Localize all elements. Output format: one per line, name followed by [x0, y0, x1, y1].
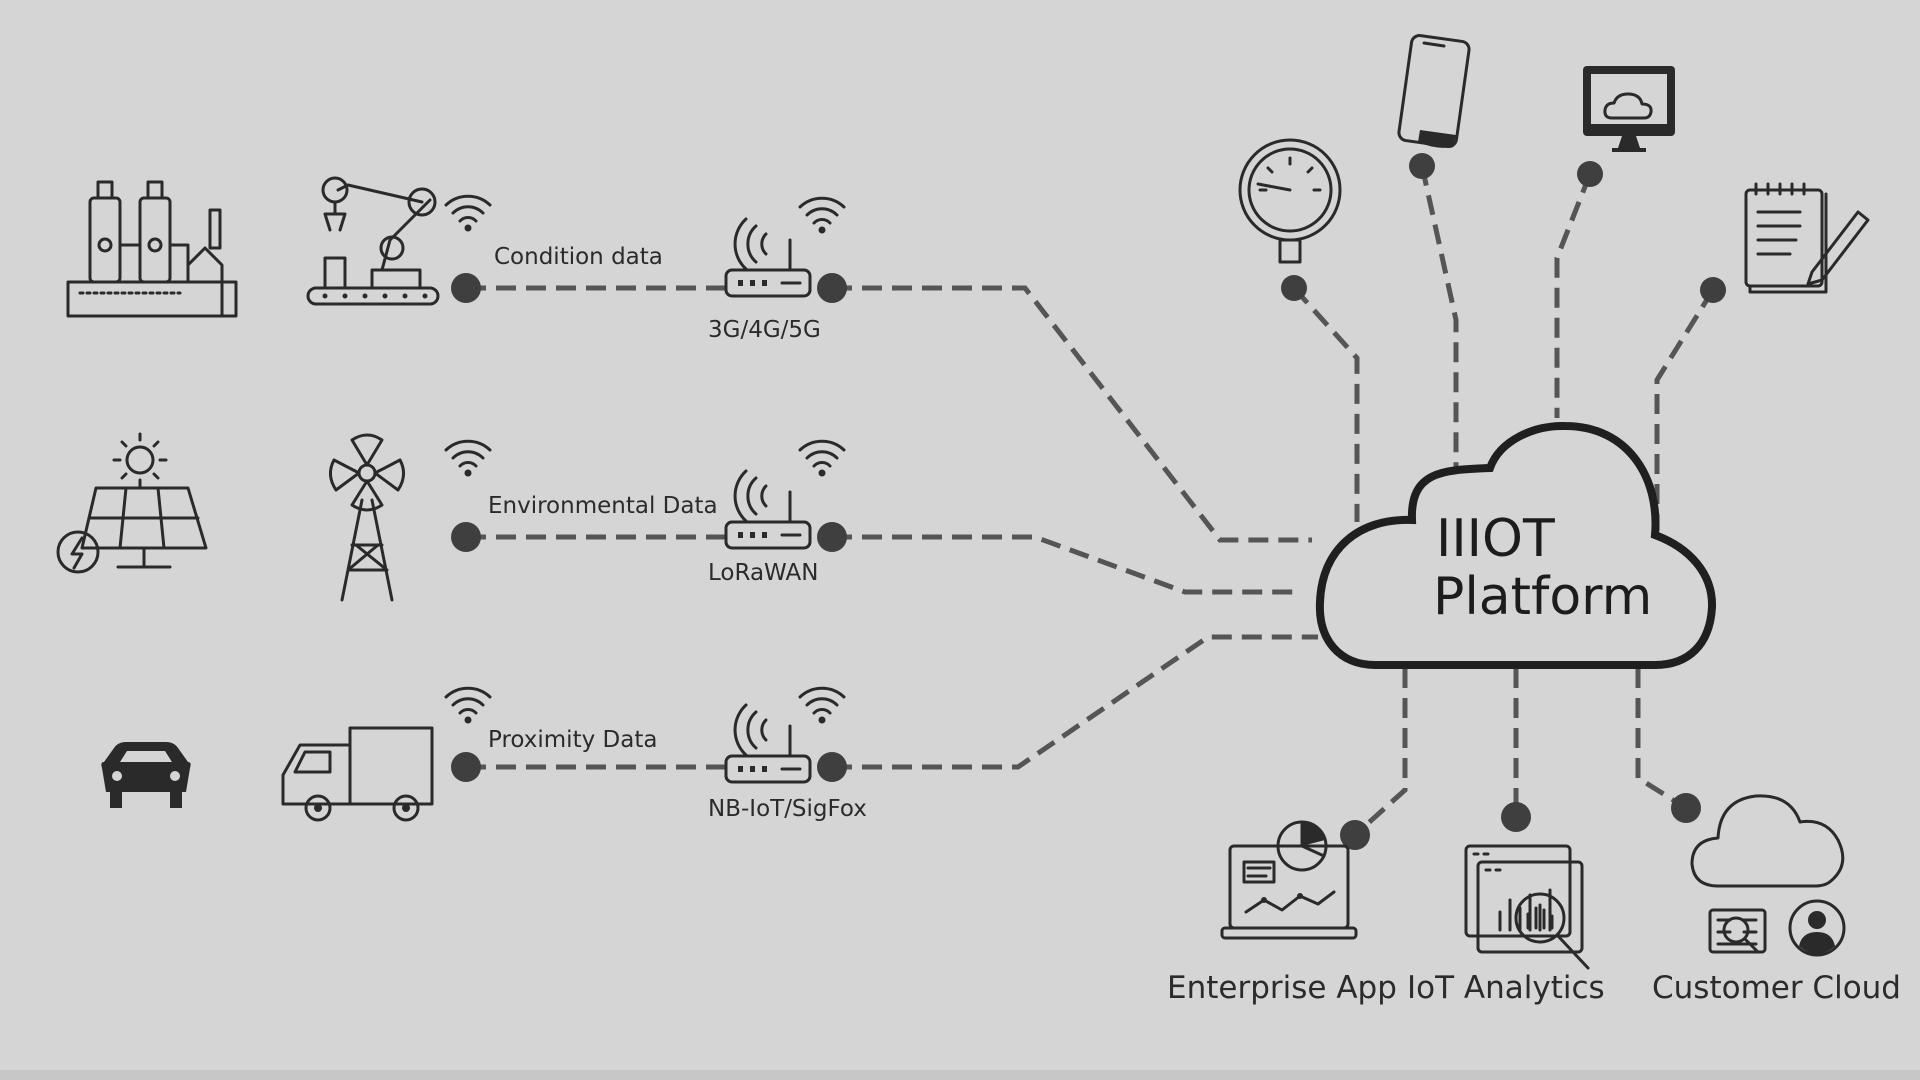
dot: [817, 522, 847, 552]
dot: [1409, 153, 1435, 179]
cloud-title-line1: IIIOT: [1436, 509, 1555, 569]
connectors: [466, 165, 1716, 837]
wifi-signal-icon: [798, 439, 846, 478]
output-label-customer: Customer Cloud: [1652, 970, 1901, 1006]
dot: [817, 273, 847, 303]
robot-arm-icon: [306, 176, 440, 306]
car-icon: [101, 742, 191, 808]
row2-data-label: Environmental Data: [488, 493, 718, 519]
router-icon: [724, 469, 812, 550]
iiot-platform-cloud: IIIOT Platform: [1315, 421, 1717, 669]
dot: [1577, 161, 1603, 187]
wifi-signal-icon: [444, 686, 492, 725]
connector-phone: [1419, 165, 1459, 475]
connector-row2-cloud: [832, 534, 1302, 595]
dot: [1671, 793, 1701, 823]
monitor-cloud-icon: [1583, 66, 1675, 152]
row3-data-label: Proximity Data: [488, 727, 657, 753]
dot: [1501, 802, 1531, 832]
output-label-enterprise: Enterprise App: [1167, 970, 1397, 1006]
row1-data-label: Condition data: [494, 244, 663, 270]
bottom-edge: [0, 1070, 1920, 1080]
dot: [1281, 275, 1307, 301]
row2-network-label: LoRaWAN: [708, 560, 818, 586]
dot: [451, 752, 481, 782]
row1-network-label: 3G/4G/5G: [708, 317, 821, 343]
connector-row3-cloud: [832, 634, 1318, 770]
dot: [1340, 820, 1370, 850]
enterprise-app-icon: [1220, 820, 1358, 940]
connector-enterprise: [1353, 668, 1408, 837]
wind-turbine-icon: [329, 433, 405, 602]
row3-network-label: NB-IoT/SigFox: [708, 796, 867, 822]
connector-dots: [451, 153, 1726, 850]
connector-gauge: [1292, 286, 1360, 522]
dot: [817, 752, 847, 782]
wifi-signal-icon: [444, 194, 492, 233]
smartphone-icon: [1397, 34, 1471, 148]
wifi-signal-icon: [798, 196, 846, 235]
dot: [451, 273, 481, 303]
cloud-title-line2: Platform: [1433, 567, 1652, 627]
dot: [1700, 277, 1726, 303]
solar-panel-icon: [56, 432, 208, 574]
connector-customer: [1635, 668, 1688, 811]
router-icon: [724, 217, 812, 298]
notepad-icon: [1744, 182, 1870, 294]
customer-cloud-icon: [1690, 794, 1846, 957]
connector-monitor: [1554, 173, 1593, 418]
router-icon: [724, 703, 812, 784]
wifi-signal-icon: [798, 686, 846, 725]
gauge-icon: [1238, 138, 1342, 264]
output-label-analytics: IoT Analytics: [1407, 970, 1605, 1006]
dot: [451, 522, 481, 552]
analytics-icon: [1464, 844, 1590, 970]
wifi-signal-icon: [444, 439, 492, 478]
factory-icon: [66, 180, 238, 318]
cloud-shape: [1315, 421, 1717, 669]
truck-icon: [281, 726, 434, 822]
connector-row1-cloud: [832, 285, 1312, 543]
connector-notepad: [1654, 288, 1716, 530]
